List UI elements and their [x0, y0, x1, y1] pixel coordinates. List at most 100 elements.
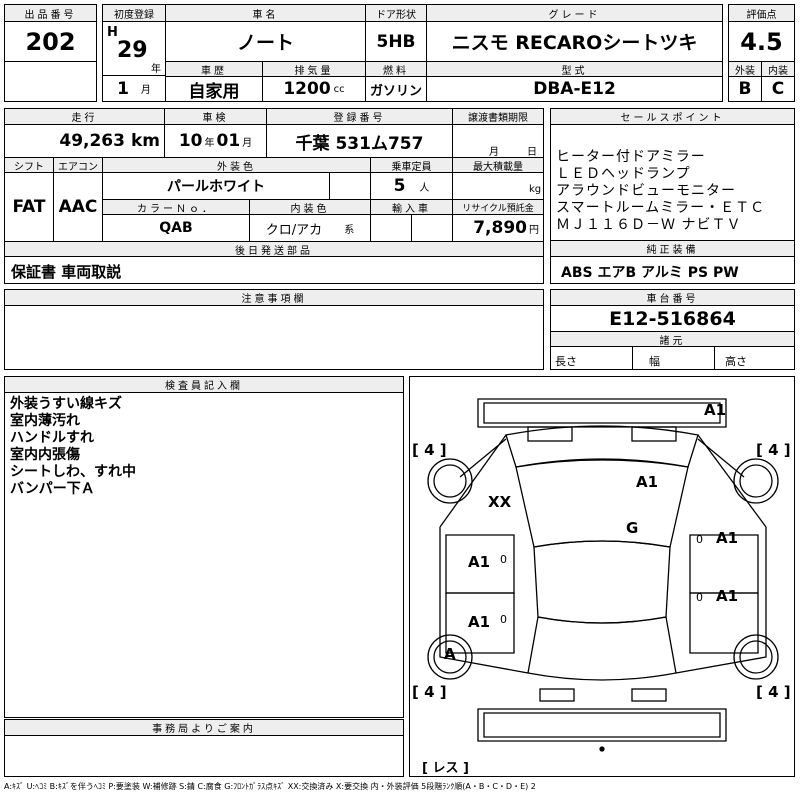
zero-mark: 0: [500, 613, 507, 626]
notes-area: [4, 305, 544, 370]
load-label: 最大積載量: [452, 157, 544, 173]
recycle-value: 7,890: [473, 218, 527, 238]
recycle-fee: 7,890 円: [452, 214, 544, 242]
door-type: 5HB: [365, 21, 427, 62]
chassis-label: 車台番号: [550, 289, 795, 306]
insp-year-unit: 年: [204, 137, 215, 149]
year-unit: 年: [151, 64, 161, 75]
capacity-unit: 人: [419, 182, 430, 194]
mark-left-upper: XX: [488, 493, 512, 511]
later-parts-label: 後日発送部品: [4, 241, 544, 257]
sales-point: アラウンドビューモニター: [556, 183, 736, 199]
mark-right-upper: A1: [636, 473, 659, 491]
recycle-unit: 円: [529, 224, 539, 236]
fuel-label: 燃料: [365, 61, 427, 77]
zero-mark: 0: [696, 591, 703, 604]
inspector-note: 室内薄汚れ: [10, 413, 80, 429]
model-label: 型式: [426, 61, 723, 77]
mark-right-rear-door: A1: [716, 587, 739, 605]
interior-unit: 系: [344, 224, 355, 236]
insp-month-unit: 月: [242, 137, 253, 149]
grade-label: グレード: [426, 4, 723, 22]
reg-month: 1: [117, 78, 129, 99]
inspection: 10 年 01 月: [164, 124, 267, 158]
height-label: 高さ: [714, 346, 795, 370]
mark-right-front-door: A1: [716, 529, 739, 547]
width-label: 幅: [632, 346, 715, 370]
car-name: ノート: [165, 21, 366, 62]
model: DBA-E12: [426, 76, 723, 102]
transfer-month: 月: [489, 147, 499, 158]
lot-label: 出品番号: [4, 4, 97, 22]
displacement-value: 1200: [283, 79, 331, 99]
sales-label: セールスポイント: [550, 108, 795, 125]
inspection-label: 車検: [164, 108, 267, 125]
mark-wheel: A: [444, 645, 456, 663]
displacement-unit: cc: [333, 83, 345, 95]
ext-label: 外装: [728, 61, 762, 77]
transfer-deadline: 月 日: [452, 124, 544, 158]
overall-score: 4.5: [728, 21, 795, 62]
shift: FAT: [4, 172, 54, 242]
first-reg-year: H 29 年: [102, 21, 166, 76]
zero-mark: 0: [696, 533, 703, 546]
tread-front-right: [ 4 ]: [756, 441, 791, 459]
transfer-day: 日: [527, 147, 537, 158]
inspector-note: 外装うすい線キズ: [10, 396, 122, 412]
import-extra: [411, 214, 453, 242]
spec-label: 諸元: [550, 331, 795, 347]
chassis-number: E12-516864: [550, 305, 795, 332]
mileage: 49,263 km: [4, 124, 165, 158]
ac-label: エアコン: [53, 157, 103, 173]
car-name-label: 車名: [165, 4, 366, 22]
equipment-label: 純正装備: [550, 240, 795, 257]
mark-front: A1: [704, 401, 727, 419]
inspector-note: ハンドルすれ: [10, 430, 94, 446]
shift-label: シフト: [4, 157, 54, 173]
mileage-label: 走行: [4, 108, 165, 125]
transfer-label: 譲渡書類期限: [452, 108, 544, 125]
mark-left-front-door: A1: [468, 553, 491, 571]
plate-number: 千葉 531ム757: [266, 124, 453, 158]
office-label: 事務局よりご案内: [4, 719, 404, 736]
color-number: QAB: [102, 214, 250, 242]
inspector-note: シートしわ、すれ中: [10, 464, 136, 480]
interior-color: クロ/アカ 系: [249, 214, 371, 242]
first-reg-label: 初度登録: [102, 4, 166, 22]
displacement-label: 排気量: [262, 61, 366, 77]
import-label: 輸入車: [370, 199, 453, 215]
era: H: [107, 25, 118, 40]
color-extra: [329, 172, 371, 200]
car-diagram: [ 4 ] [ 4 ] [ 4 ] [ 4 ] [ レス ] A1 XX A1 …: [409, 376, 795, 777]
tread-rear-left: [ 4 ]: [412, 683, 447, 701]
plate-label: 登録番号: [266, 108, 453, 125]
int-grade: C: [761, 76, 795, 102]
tread-rear-right: [ 4 ]: [756, 683, 791, 701]
score-label: 評価点: [728, 4, 795, 22]
recycle-label: リサイクル預託金: [452, 199, 544, 215]
lot-number: 202: [4, 21, 97, 62]
car-outline: [427, 398, 779, 752]
capacity: 5 人: [370, 172, 453, 200]
lot-blank: [4, 61, 97, 102]
insp-month: 01: [216, 131, 241, 151]
grade: ニスモ RECAROシートツキ: [426, 21, 723, 62]
month-unit: 月: [140, 85, 151, 96]
zero-mark: 0: [500, 553, 507, 566]
mark-glass: G: [626, 519, 639, 537]
mileage-value: 49,263: [59, 131, 125, 151]
color-no-label: カラーＮｏ．: [102, 199, 250, 215]
first-reg-month: 1 月: [102, 75, 166, 102]
ext-grade: B: [728, 76, 762, 102]
color-label: 外装色: [102, 157, 371, 173]
office-area: [4, 735, 404, 777]
length-label: 長さ: [550, 346, 633, 370]
legend: A:ｷｽﾞ U:ﾍｺﾐ B:ｷｽﾞを伴うﾍｺﾐ P:要塗装 W:補修跡 S:錆 …: [4, 782, 536, 791]
sales-point: ＭＪ１１６Ｄ－Ｗ ナビＴＶ: [556, 217, 742, 233]
capacity-value: 5: [393, 176, 406, 196]
inspector-notes: 外装うすい線キズ 室内薄汚れ ハンドルすれ 室内内張傷 シートしわ、すれ中 バン…: [4, 392, 404, 718]
notes-label: 注意事項欄: [4, 289, 544, 306]
mark-left-rear-door: A1: [468, 613, 491, 631]
spare-tire: [ レス ]: [422, 761, 469, 776]
sales-points: ヒーター付ドアミラー ＬＥＤヘッドランプ アラウンドビューモニター スマートルー…: [550, 124, 795, 241]
